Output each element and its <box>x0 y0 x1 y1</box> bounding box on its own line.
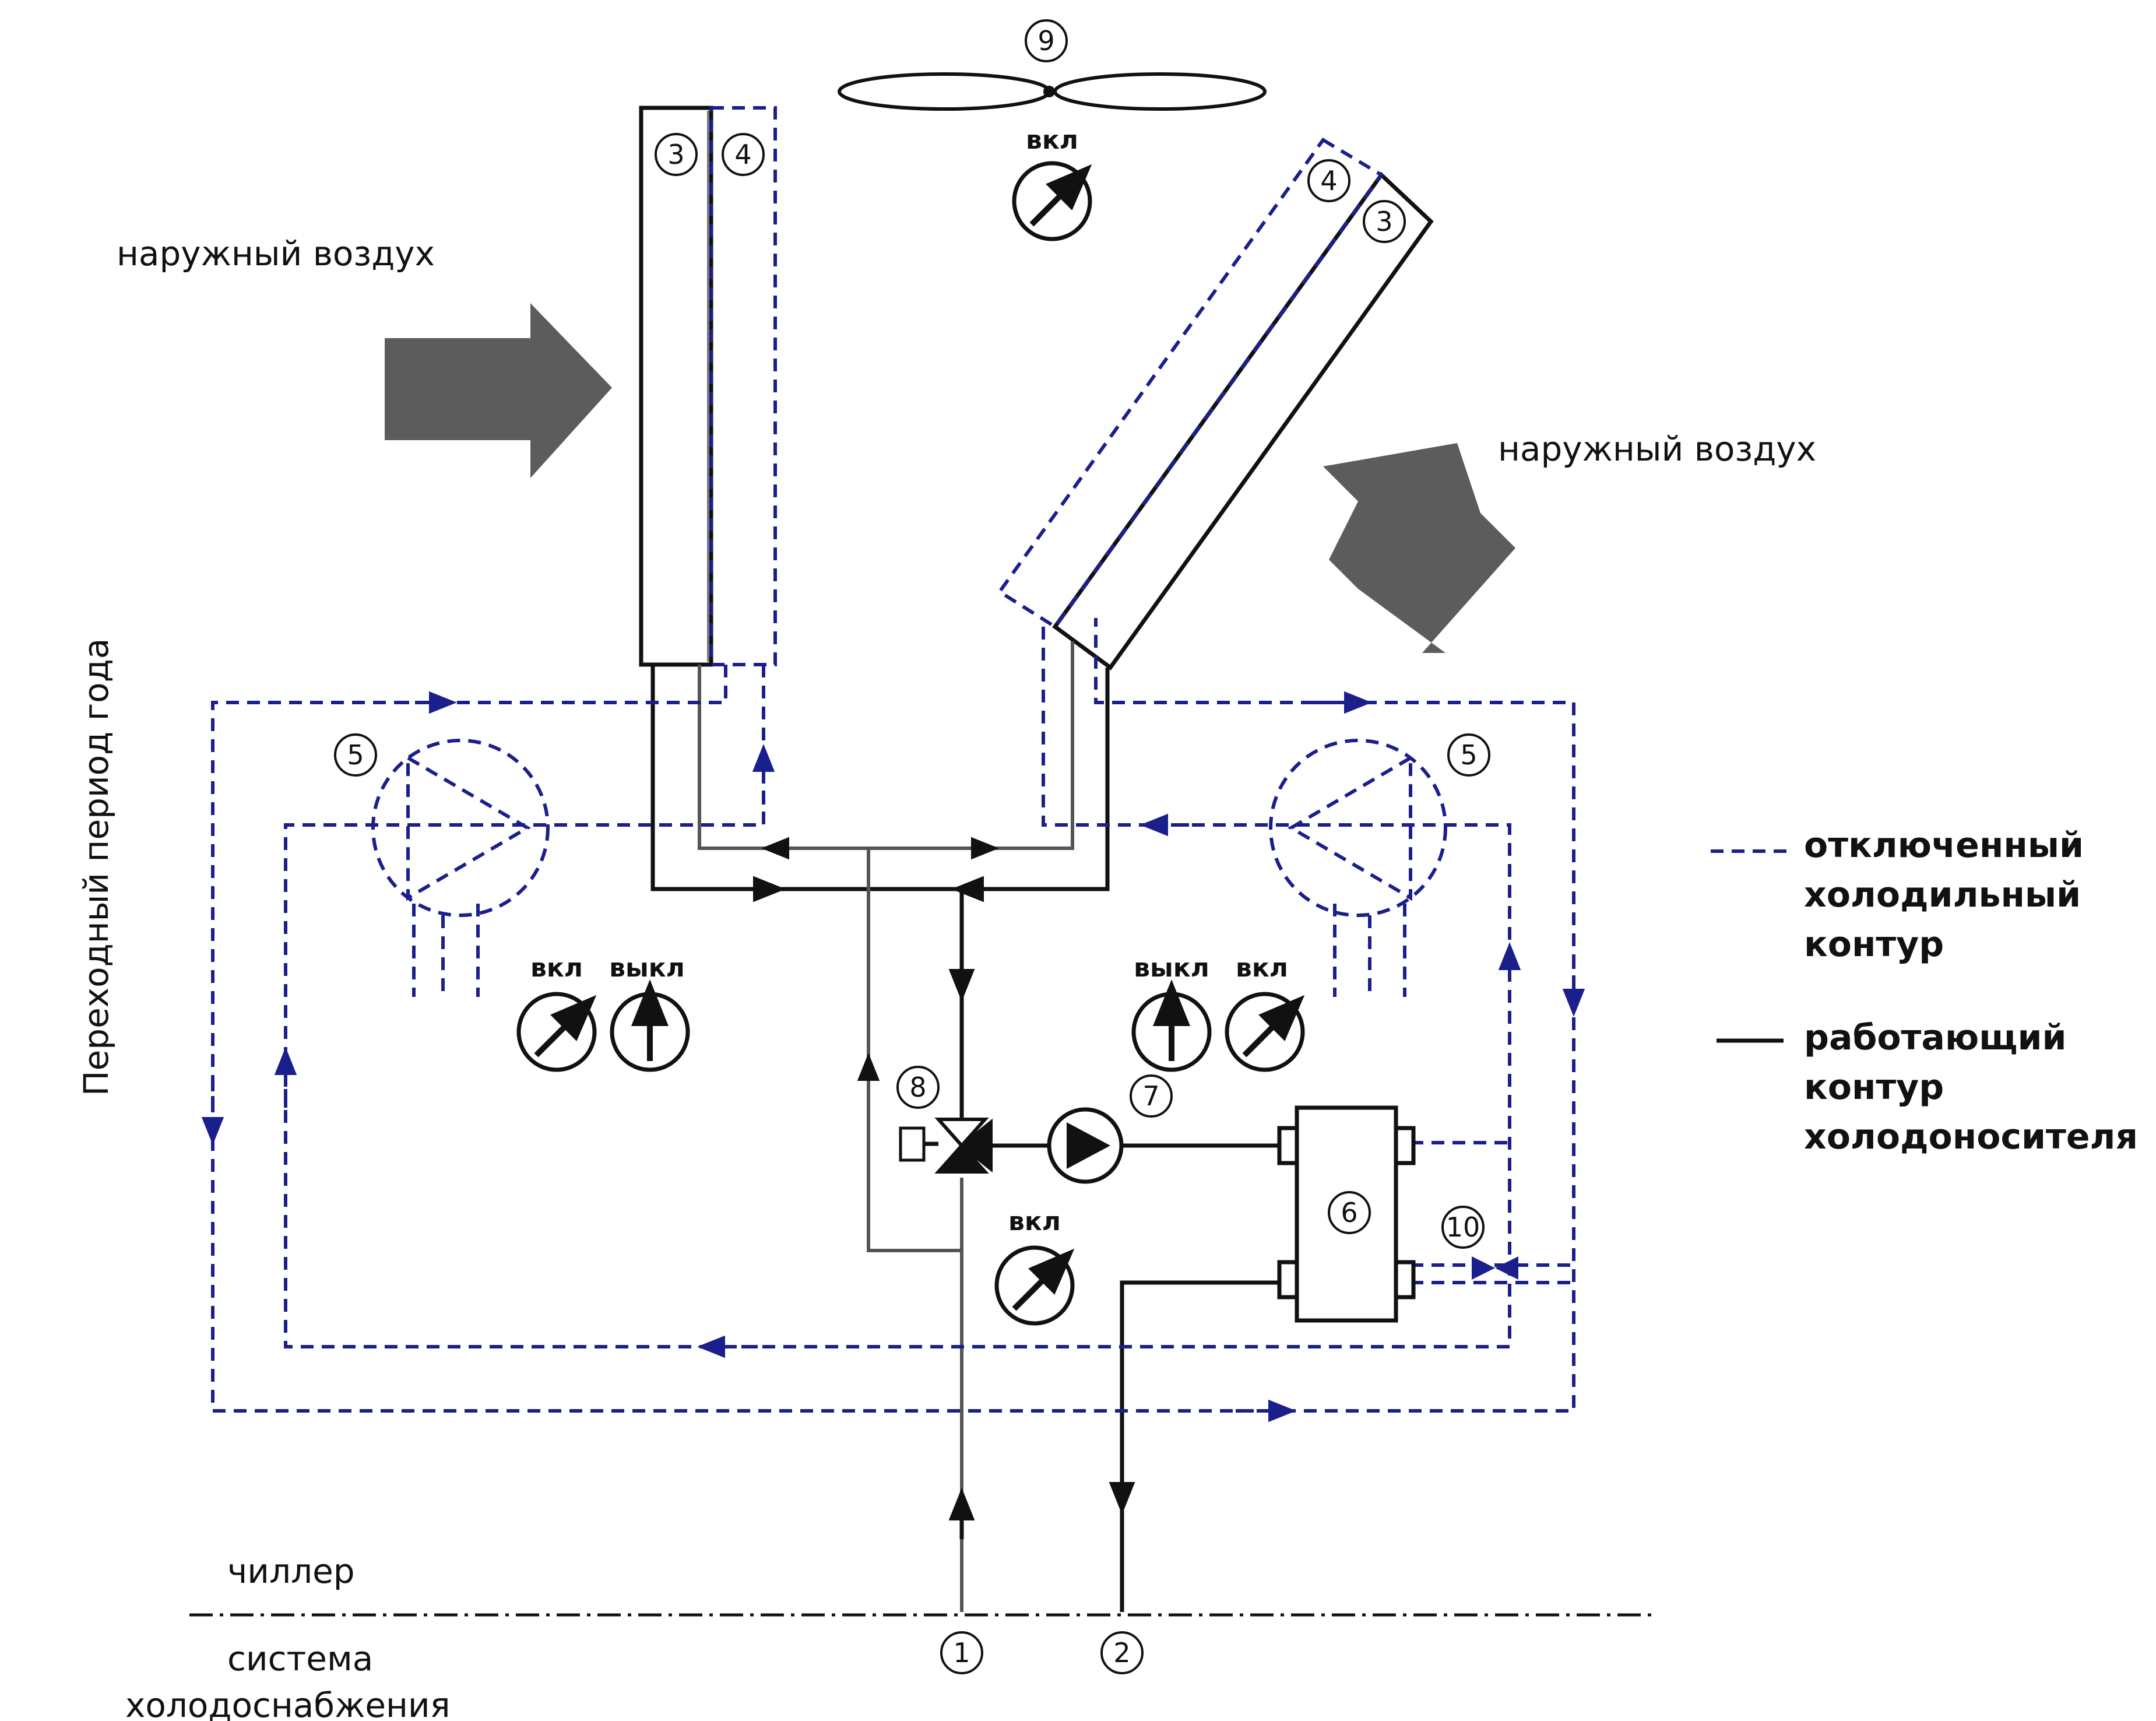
svg-text:9: 9 <box>1037 25 1054 57</box>
gauge-left-on <box>516 992 597 1072</box>
coil-3-right <box>1052 171 1434 670</box>
svg-text:6: 6 <box>1341 1197 1357 1228</box>
svg-text:4: 4 <box>734 139 751 170</box>
number-5-right: 5 <box>1447 733 1490 777</box>
pump <box>1047 1107 1124 1184</box>
outside-air-left-label: наружный воздух <box>117 234 435 273</box>
svg-text:4: 4 <box>1320 165 1337 196</box>
chiller-label: чиллер <box>227 1551 355 1591</box>
number-3-left: 3 <box>655 133 698 176</box>
supply-system-label-1: система <box>227 1639 373 1678</box>
svg-text:1: 1 <box>953 1637 970 1669</box>
legend-solid-line1: работающий <box>1804 1017 2067 1058</box>
compressor-left <box>371 739 550 997</box>
number-7: 7 <box>1130 1074 1173 1118</box>
svg-text:2: 2 <box>1113 1637 1130 1669</box>
disabled-refrigerant-circuit <box>201 618 1585 1423</box>
gauge-right-off <box>1131 979 1212 1072</box>
number-2: 2 <box>1100 1631 1144 1674</box>
gauge-left-off <box>610 979 690 1072</box>
coil-3-left <box>639 106 713 667</box>
legend-dashed-line1: отключенный <box>1804 825 2084 866</box>
state-left-2: выкл <box>609 953 685 983</box>
season-label: Переходный период года <box>76 638 116 1096</box>
number-1: 1 <box>940 1631 983 1674</box>
gauge-valve <box>994 1245 1075 1326</box>
outside-air-arrow-left <box>385 303 612 478</box>
fan <box>838 72 1267 111</box>
number-5-left: 5 <box>334 733 377 777</box>
outside-air-right-label: наружный воздух <box>1498 429 1816 469</box>
svg-text:3: 3 <box>1376 206 1392 237</box>
legend-dashed-line3: контур <box>1804 924 1944 965</box>
compressor-right <box>1269 739 1447 997</box>
coil-4-right <box>997 138 1384 630</box>
state-right-2: вкл <box>1236 953 1288 983</box>
working-circuit <box>650 641 1282 1612</box>
outside-air-arrow-right <box>1323 443 1515 653</box>
legend-dashed-line2: холодильный <box>1804 874 2081 915</box>
legend-solid-line2: контур <box>1804 1067 1944 1108</box>
coil-4-left <box>709 106 777 666</box>
number-6: 6 <box>1328 1191 1371 1234</box>
expansion-valve-10 <box>1472 1256 1518 1280</box>
legend: отключенный холодильный контур работающи… <box>1711 825 2138 1157</box>
gauge-fan <box>1012 161 1092 241</box>
number-4-right: 4 <box>1307 159 1350 202</box>
number-9: 9 <box>1025 19 1068 62</box>
svg-text:3: 3 <box>667 139 684 170</box>
svg-text:8: 8 <box>909 1072 926 1103</box>
state-fan: вкл <box>1026 125 1078 155</box>
number-4-left: 4 <box>722 133 765 176</box>
state-left-1: вкл <box>530 953 583 983</box>
state-right-1: выкл <box>1134 953 1209 983</box>
svg-text:5: 5 <box>347 739 364 771</box>
number-3-right: 3 <box>1363 200 1406 243</box>
svg-text:7: 7 <box>1142 1080 1159 1112</box>
number-8: 8 <box>896 1066 940 1109</box>
svg-text:5: 5 <box>1460 739 1477 771</box>
svg-text:10: 10 <box>1446 1211 1480 1243</box>
three-way-valve <box>899 1118 993 1174</box>
state-valve: вкл <box>1008 1207 1061 1237</box>
legend-solid-line3: холодоносителя <box>1804 1116 2138 1157</box>
supply-system-label-2: холодоснабжения <box>125 1685 451 1721</box>
gauge-right-on <box>1225 992 1305 1072</box>
number-10: 10 <box>1441 1206 1485 1249</box>
